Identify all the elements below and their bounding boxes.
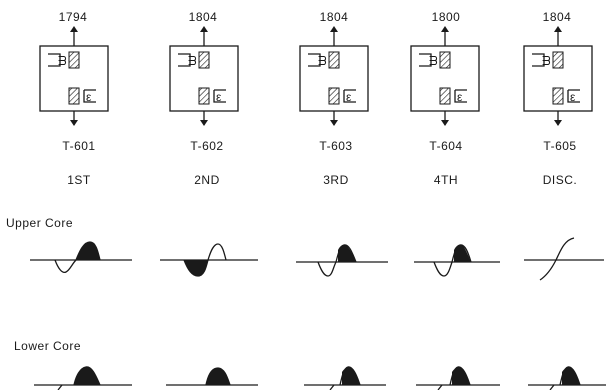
lower-waveform-4 [416,366,500,390]
transformer-id-2: T-602 [190,139,223,153]
stage-label-1: 1ST [67,173,91,187]
upper-waveform-5 [524,237,604,281]
reading-value-1: 1794 [59,10,88,24]
reading-value-3: 1804 [320,10,349,24]
reading-value-4: 1800 [432,10,461,24]
transformer-id-1: T-601 [62,139,95,153]
transformer-id-3: T-603 [319,139,352,153]
transformer-id-5: T-605 [543,139,576,153]
svg-text:ε: ε [346,90,352,104]
svg-text:ᗱ: ᗱ [188,54,197,68]
transformer-column-4: 1800 ᗱ ε T-604 4TH [410,10,480,187]
reading-value-5: 1804 [543,10,572,24]
upper-waveform-2 [160,243,258,277]
lower-waveform-3 [304,366,386,390]
svg-text:ε: ε [570,90,576,104]
reading-value-2: 1804 [189,10,218,24]
transformer-schematic-3: ᗱ ε [299,26,369,126]
svg-text:ᗱ: ᗱ [429,54,438,68]
upper-core-label: Upper Core [6,216,73,230]
transformer-column-3: 1804 ᗱ ε T-603 3RD [299,10,369,187]
lower-waveform-1 [34,366,132,390]
transformer-schematic-5: ᗱ ε [523,26,593,126]
transformer-column-2: 1804 ᗱ ε T-602 2ND [169,10,239,187]
svg-text:ᗱ: ᗱ [58,54,67,68]
stage-label-5: DISC. [543,173,578,187]
upper-waveform-3 [296,244,388,277]
lower-core-label: Lower Core [14,339,81,353]
upper-waveform-1 [30,241,132,274]
transformer-schematic-1: ᗱ ε [39,26,109,126]
svg-text:ε: ε [86,90,92,104]
transformer-id-4: T-604 [429,139,462,153]
lower-waveform-5 [528,366,606,390]
stage-label-4: 4TH [434,173,458,187]
stage-label-2: 2ND [194,173,220,187]
svg-text:ᗱ: ᗱ [542,54,551,68]
svg-text:ε: ε [457,90,463,104]
upper-waveform-4 [414,244,500,277]
stage-label-3: 3RD [323,173,349,187]
svg-text:ε: ε [216,90,222,104]
transformer-column-1: 1794 ᗱ ε T-601 1ST [39,10,109,187]
transformer-schematic-2: ᗱ ε [169,26,239,126]
transformer-schematic-4: ᗱ ε [410,26,480,126]
transformer-column-5: 1804 ᗱ ε T-605 DISC. [523,10,593,187]
svg-text:ᗱ: ᗱ [318,54,327,68]
lower-waveform-2 [166,367,258,386]
